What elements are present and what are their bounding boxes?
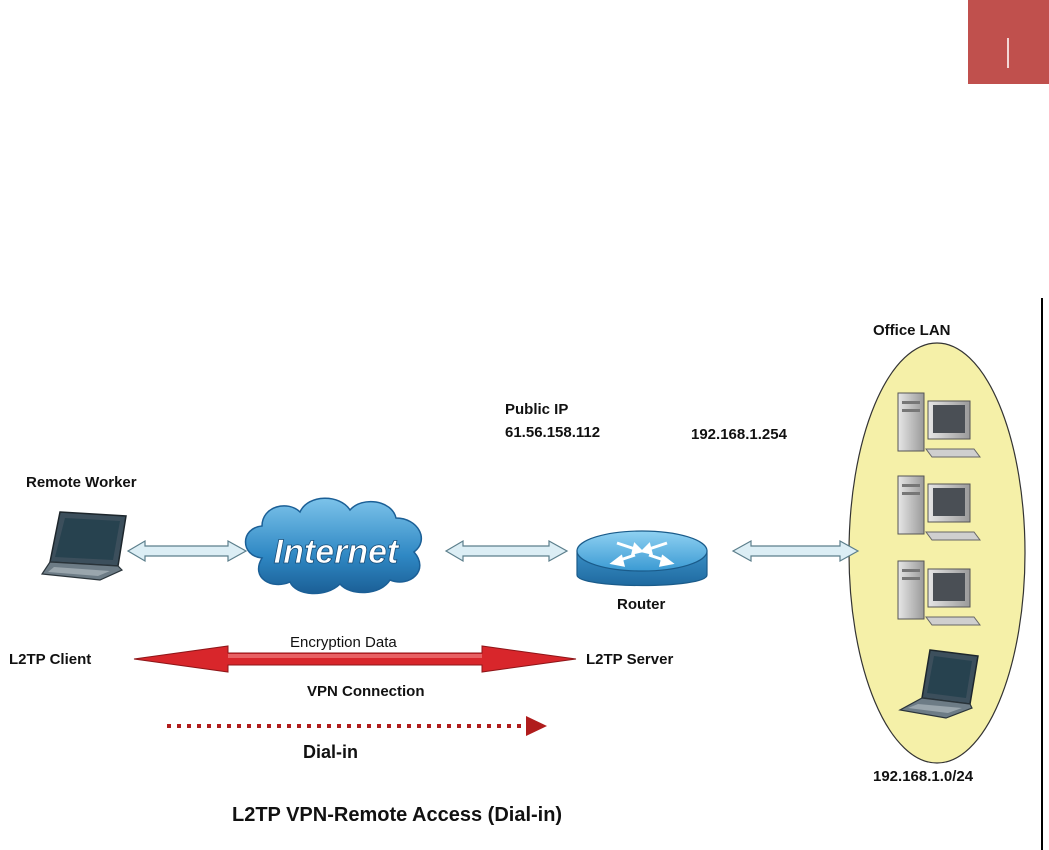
office-lan-label: Office LAN — [873, 322, 951, 339]
lan-subnet-label: 192.168.1.0/24 — [873, 768, 973, 785]
public-ip-title: Public IP — [505, 401, 568, 418]
router-lan-ip: 192.168.1.254 — [691, 426, 787, 443]
figure-caption: L2TP VPN-Remote Access (Dial-in) — [232, 804, 562, 827]
encryption-data-label: Encryption Data — [290, 634, 397, 651]
dial-in-label: Dial-in — [303, 742, 358, 763]
laptop-icon — [42, 512, 126, 580]
internet-label: Internet — [274, 533, 400, 571]
link-arrow-internet-router — [446, 541, 567, 561]
internet-cloud-icon: Internet — [246, 498, 422, 593]
public-ip-value: 61.56.158.112 — [505, 424, 600, 441]
link-arrow-router-lan — [733, 541, 858, 561]
router-label: Router — [617, 596, 665, 613]
dial-in-arrowhead — [526, 716, 547, 736]
l2tp-client-label: L2TP Client — [9, 651, 91, 668]
vpn-arrow-highlight — [228, 654, 482, 658]
remote-worker-label: Remote Worker — [26, 474, 137, 491]
link-arrow-laptop-internet — [128, 541, 246, 561]
l2tp-server-label: L2TP Server — [586, 651, 673, 668]
router-icon — [577, 531, 707, 586]
vpn-connection-label: VPN Connection — [307, 683, 425, 700]
